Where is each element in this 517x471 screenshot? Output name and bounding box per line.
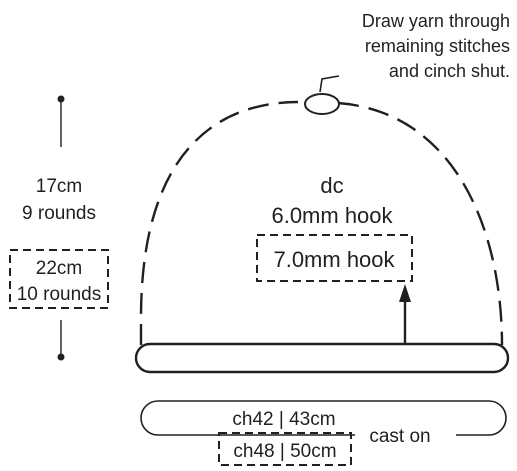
cast-on-alt: ch48 | 50cm bbox=[233, 441, 336, 462]
height-dot-top bbox=[57, 95, 65, 103]
note-line-1: Draw yarn through bbox=[362, 11, 510, 31]
cinch-ring bbox=[304, 93, 340, 115]
stitch-type-label: dc bbox=[320, 173, 343, 198]
note-line-3: and cinch shut. bbox=[389, 61, 510, 81]
alt-hook-box bbox=[256, 234, 413, 282]
height-alt-rounds: 10 rounds bbox=[17, 284, 102, 305]
cast-on-main: ch42 | 43cm bbox=[232, 409, 335, 430]
hook-size-main: 6.0mm hook bbox=[271, 203, 393, 228]
height-dot-bottom bbox=[57, 353, 65, 361]
arrow-head bbox=[399, 284, 411, 302]
hook-size-alt: 7.0mm hook bbox=[273, 247, 395, 272]
note-line-2: remaining stitches bbox=[365, 36, 510, 56]
hat-dome-outline bbox=[139, 100, 504, 346]
brim-band bbox=[134, 342, 510, 374]
height-main-cm: 17cm bbox=[36, 176, 82, 197]
height-main-rounds: 9 rounds bbox=[22, 203, 96, 224]
height-alt-cm: 22cm bbox=[36, 258, 82, 279]
cast-on-chain-outline bbox=[140, 400, 507, 436]
note-leader-line bbox=[319, 75, 340, 93]
alt-cast-on-box bbox=[218, 432, 352, 466]
cast-on-label: cast on bbox=[369, 426, 430, 447]
